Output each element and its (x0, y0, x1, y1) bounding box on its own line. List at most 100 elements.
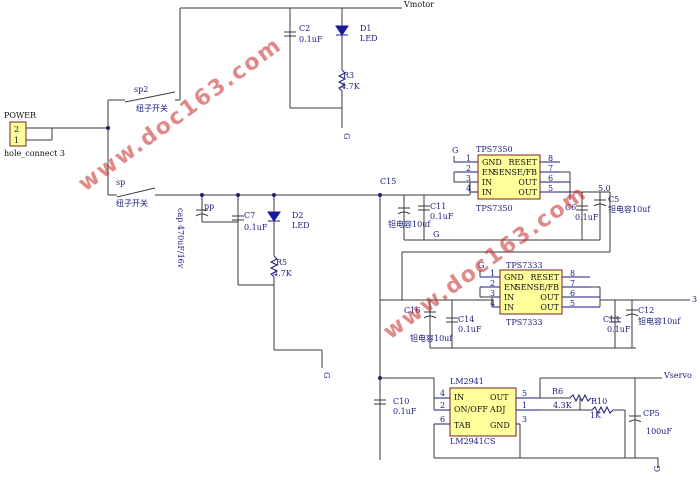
sp-label: 纽子开关 (116, 198, 148, 208)
sp2-label: 纽子开关 (136, 103, 168, 113)
tps7333-left-pin-num: 1 (490, 269, 495, 278)
tps7333-right-pin-name: RESET (530, 273, 559, 282)
v50-label: 5.0 (598, 184, 611, 193)
tps7350-left-pin-num: 4 (466, 184, 471, 193)
c7-value: 0.1uF (244, 223, 268, 232)
c6-ref: C6 (565, 203, 576, 212)
tps7333-title: TPS7333 (506, 261, 543, 270)
tps7350-left-pin-name: GND (482, 158, 502, 167)
r6-value: 4.3K (553, 401, 573, 410)
tps7333-right-pin-name: OUT (540, 293, 559, 302)
c2-value: 0.1uF (299, 35, 323, 44)
tps7350-left-pin-num: 1 (466, 154, 471, 163)
c7-ref: C7 (244, 211, 255, 220)
c5-value: 钽电容10uf (608, 204, 651, 214)
c10-ref: C10 (393, 397, 409, 406)
c10-value: 0.1uF (393, 407, 417, 416)
tps7333-section: C16 钽电容10uf C14 0.1uF TPS7333 TPS7333 G … (380, 261, 697, 349)
pp-ref: pp (204, 202, 214, 211)
c12-value: 钽电容10uf (638, 316, 681, 326)
tps7333-left-pin-name: GND (504, 273, 524, 282)
c11-ref: C11 (430, 202, 446, 211)
d2-ref: D2 (292, 211, 304, 220)
tps7333-body (499, 269, 563, 315)
power-pin2: 2 (14, 125, 19, 134)
tps7333-right-pin-num: 6 (570, 289, 575, 298)
sp2-lever (124, 91, 176, 103)
g-label-2: G (322, 372, 331, 378)
tps7350-right-pin-num: 5 (548, 184, 553, 193)
vmotor-label: Vmotor (403, 0, 434, 9)
tps7350-right-pin-name: OUT (518, 178, 537, 187)
r5-ref: R5 (276, 258, 287, 267)
lm2941-pin-onoff-num: 2 (440, 401, 445, 410)
tps7350-tant-in: 钽电容10uf (388, 219, 431, 229)
tps7333-g: G (478, 261, 484, 270)
r5-resistor-icon (269, 255, 279, 278)
c11-value: 0.1uF (430, 212, 454, 221)
g-label-1: G (342, 133, 351, 139)
tps7333-left-pin-num: 3 (490, 289, 495, 298)
c13-ref: C13 (603, 315, 619, 324)
d1-value: LED (360, 34, 378, 43)
tps7333-right-pin-name: SENSE/FB (515, 283, 559, 292)
lm2941-pin-gnd: GND (490, 421, 510, 430)
r3-ref: R3 (343, 71, 354, 80)
tps7350-subtitle: TPS7350 (476, 204, 513, 213)
c2-ref: C2 (299, 24, 310, 33)
d2-led-icon (267, 211, 281, 222)
tps7350-right-pin-name: RESET (508, 158, 537, 167)
lm2941-body (449, 387, 517, 437)
r6-ref: R6 (552, 387, 563, 396)
tps7350-left-pin-num: 3 (466, 174, 471, 183)
power-ref: hole_connect 3 (4, 149, 65, 158)
c14-value: 0.1uF (458, 325, 482, 334)
tps7350-right-pin-name: OUT (518, 188, 537, 197)
tps7333-right-pin-name: OUT (540, 303, 559, 312)
lm2941-pin-tab-num: 6 (440, 415, 445, 424)
sp-name: sp (116, 178, 125, 187)
power-connector: POWER 2 1 hole_connect 3 (4, 111, 108, 158)
tps7333-left-pin-name: IN (504, 293, 514, 302)
tps7333-left-pin-name: IN (504, 303, 514, 312)
tps7350-left-pin-name: EN (482, 168, 495, 177)
cp5-ref: CP5 (643, 409, 660, 418)
lm2941-pin-gnd-num: 3 (522, 415, 527, 424)
tps7350-g: G (452, 146, 458, 155)
r5-value: 4.7K (273, 269, 293, 278)
top-branch: C2 0.1uF D1 LED R3 4.7K G (284, 8, 378, 139)
tps7333-right-pin-num: 8 (570, 269, 575, 278)
sp-lever (116, 187, 156, 198)
lm2941-section: C10 0.1uF LM2941 LM2941CS 4 2 6 IN ON/OF… (374, 371, 692, 472)
tps7333-left-pin-num: 2 (490, 279, 495, 288)
tps7350-right-pin-num: 7 (548, 164, 553, 173)
c16-ref: C16 (404, 306, 420, 315)
c15-ref: C15 (380, 177, 396, 186)
c14-ref: C14 (458, 315, 474, 324)
lm2941-pin-in-num: 4 (440, 389, 445, 398)
power-title: POWER (4, 111, 37, 120)
tps7350-left-pin-name: IN (482, 188, 492, 197)
switch-sp2: sp2 纽子开关 (108, 7, 402, 113)
tps7350-right-pin-name: SENSE/FB (493, 168, 537, 177)
d1-ref: D1 (360, 24, 372, 33)
tps7350-right-pin-num: 8 (548, 154, 553, 163)
switch-sp: sp 纽子开关 (108, 178, 190, 208)
tps7333-left-pin-name: EN (504, 283, 517, 292)
mid-branch: pp cap 470uF/16v C7 0.1uF D2 LED R5 4.7K… (176, 195, 331, 378)
r10-resistor-icon (591, 405, 614, 415)
power-connector-body (9, 121, 27, 147)
g-label-4: G (653, 466, 662, 472)
tps7350-left-pin-name: IN (482, 178, 492, 187)
tps7350-left-pin-num: 2 (466, 164, 471, 173)
c13-value: 0.1uF (607, 325, 631, 334)
d2-value: LED (292, 221, 310, 230)
c5-ref: C5 (608, 195, 619, 204)
tps7350-body (477, 154, 541, 200)
lm2941-pin-out-num: 5 (522, 389, 527, 398)
lm2941-pin-out: OUT (490, 393, 509, 402)
c12-ref: C12 (638, 306, 654, 315)
tps7333-right-pin-num: 7 (570, 279, 575, 288)
tps7350-title: TPS7350 (476, 145, 513, 154)
